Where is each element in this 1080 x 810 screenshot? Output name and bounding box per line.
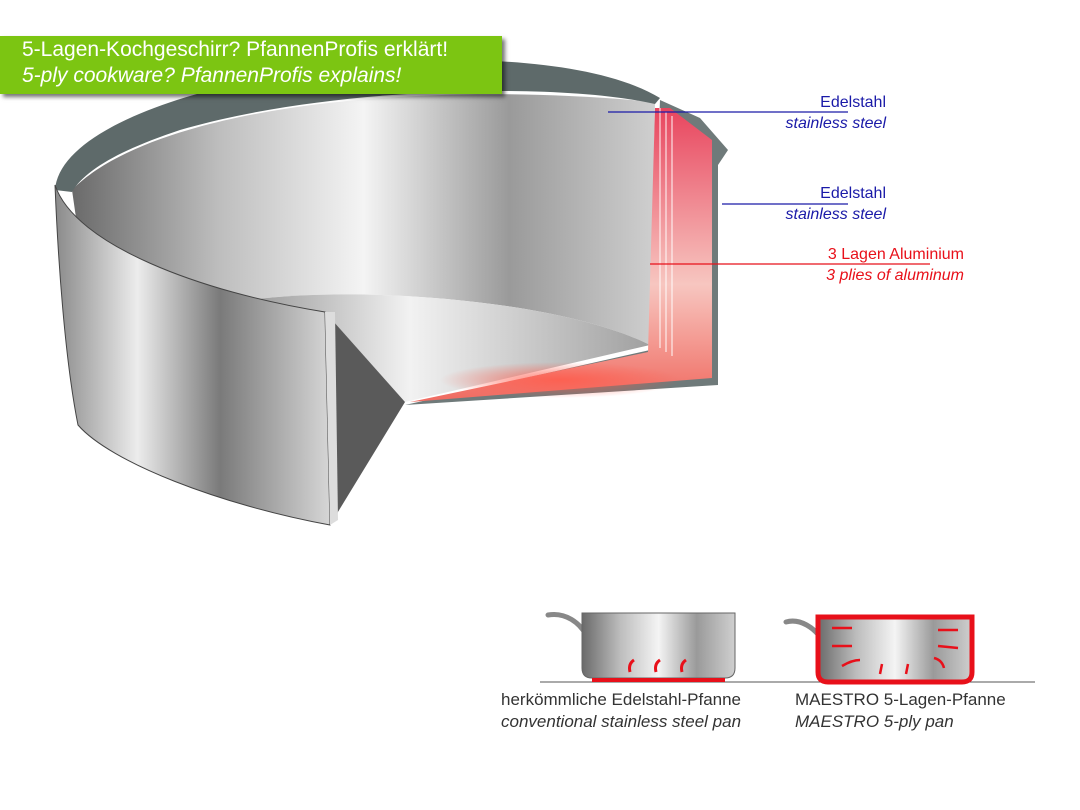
caption-conventional: herkömmliche Edelstahl-Pfanne convention… — [501, 689, 741, 733]
label-inner-steel-de: Edelstahl — [820, 94, 886, 111]
title-banner: 5-Lagen-Kochgeschirr? PfannenProfis erkl… — [0, 36, 502, 94]
caption-conventional-en: conventional stainless steel pan — [501, 712, 742, 731]
pot-cut-edge — [325, 312, 405, 525]
caption-maestro: MAESTRO 5-Lagen-Pfanne MAESTRO 5-ply pan — [795, 689, 1006, 733]
label-inner-steel-en: stainless steel — [785, 115, 887, 132]
label-aluminum-en: 3 plies of aluminum — [826, 267, 964, 284]
caption-maestro-de: MAESTRO 5-Lagen-Pfanne — [795, 690, 1006, 709]
label-outer-steel-de: Edelstahl — [820, 185, 886, 202]
pot-floor — [250, 294, 650, 402]
label-aluminum-de: 3 Lagen Aluminium — [827, 246, 964, 263]
label-aluminum: 3 Lagen Aluminium 3 plies of aluminum — [760, 244, 964, 286]
maestro-pan-icon — [783, 614, 975, 685]
pot-front-wall — [54, 184, 331, 526]
conventional-pan-icon — [540, 611, 1035, 683]
label-inner-steel: Edelstahl stainless steel — [700, 92, 887, 134]
aluminum-layers — [410, 108, 712, 402]
pot-inner-wall — [72, 94, 655, 350]
title-english: 5-ply cookware? PfannenProfis explains! — [22, 64, 402, 87]
label-outer-steel: Edelstahl stainless steel — [700, 183, 887, 225]
label-outer-steel-en: stainless steel — [785, 206, 887, 223]
title-german: 5-Lagen-Kochgeschirr? PfannenProfis erkl… — [22, 38, 449, 61]
caption-maestro-en: MAESTRO 5-ply pan — [795, 712, 954, 731]
caption-conventional-de: herkömmliche Edelstahl-Pfanne — [501, 690, 742, 709]
